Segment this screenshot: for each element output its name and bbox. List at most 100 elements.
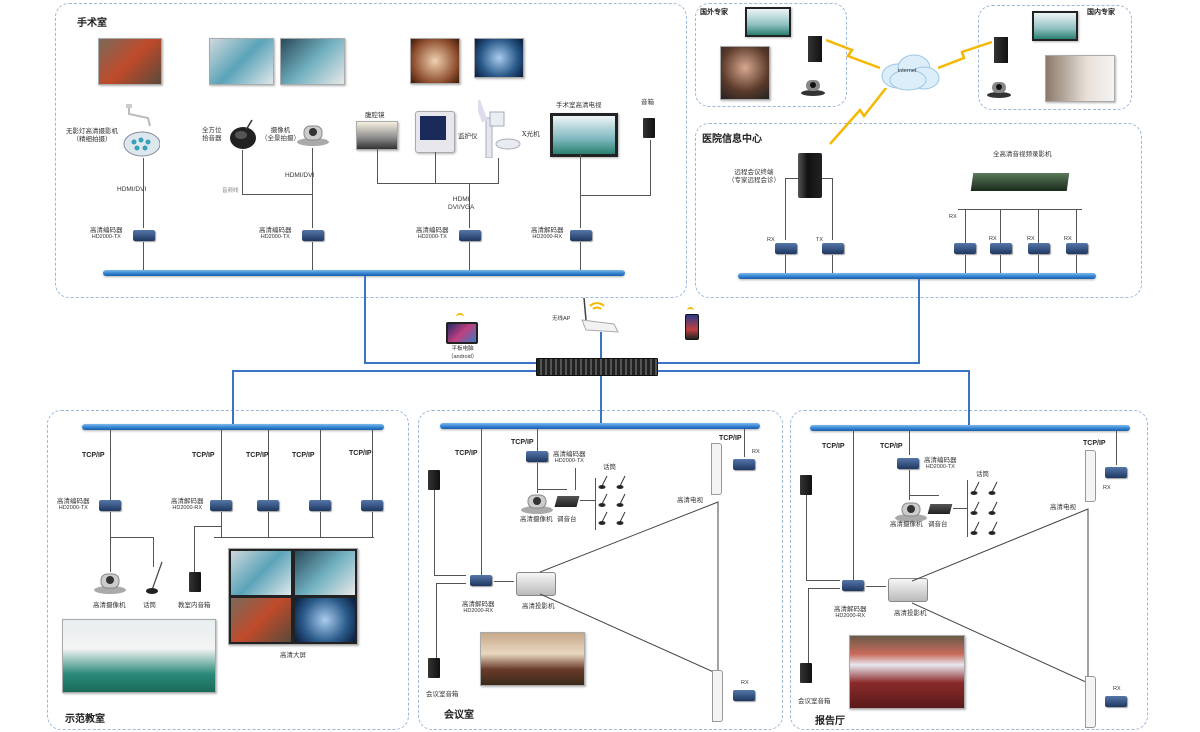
label-recorder: 全高清音视频录影机 <box>993 150 1052 158</box>
meeting-tv-1 <box>711 443 722 495</box>
label-shadowless-lamp-camera: 无影灯高清摄影机 （精细拍摄） <box>66 127 118 144</box>
label-meeting-speaker: 会议室音箱 <box>426 690 459 698</box>
meeting-tv-2 <box>712 670 723 722</box>
or-speaker-icon <box>643 118 655 138</box>
wire <box>110 430 111 500</box>
wire <box>537 489 567 490</box>
label-rx-4: RX <box>1064 236 1072 242</box>
zone-title-foreign-expert: 国外专家 <box>700 7 728 16</box>
wire <box>580 153 581 228</box>
zone-title-operating-room: 手术室 <box>77 18 107 29</box>
tcp-label-2: TCP/IP <box>192 452 215 459</box>
wire <box>469 183 470 228</box>
laparoscope-icon <box>356 121 398 150</box>
wire <box>785 178 798 179</box>
classroom-decoder-4 <box>361 500 383 511</box>
label-classroom-mic: 话筒 <box>143 601 156 609</box>
wifi-phone-icon <box>687 307 694 314</box>
label-hdmi-dvi-vga: HDMI DVI/VGA <box>448 196 475 212</box>
label-classroom-speaker: 教室内音箱 <box>178 601 211 609</box>
classroom-speaker-icon <box>189 572 201 592</box>
wan-link-domestic-icon <box>938 40 993 70</box>
label-hall-camera: 高清摄像机 <box>890 520 923 528</box>
or-encoder-1 <box>133 230 155 241</box>
label-video-wall: 高清大屏 <box>280 651 306 659</box>
zone-title-info-center: 医院信息中心 <box>702 134 762 145</box>
patient-monitor-icon <box>415 111 455 153</box>
meeting-speaker-top <box>428 470 440 490</box>
internet-label: internet <box>898 68 917 74</box>
wire <box>808 588 809 663</box>
downlink-classroom <box>232 370 234 426</box>
label-patient-monitor: 监护仪 <box>458 132 478 140</box>
zone-domestic-expert <box>978 5 1132 110</box>
tcp-label-1: TCP/IP <box>82 452 105 459</box>
wire <box>1000 255 1001 273</box>
hall-decoder <box>842 580 864 591</box>
wire <box>744 429 745 457</box>
label-tablet: 平板电脑 （android） <box>448 346 478 360</box>
label-hall-mics: 话筒 <box>976 470 989 478</box>
wire <box>320 430 321 500</box>
meeting-projection-beam <box>540 501 719 675</box>
wire <box>436 583 466 584</box>
foreign-expert-photo <box>720 46 770 100</box>
shadowless-lamp-icon <box>120 104 161 158</box>
wire <box>575 468 576 490</box>
or-tv-screen <box>550 113 618 157</box>
meeting-rx-label-2: RX <box>741 680 749 686</box>
hall-rx-codec-1 <box>1105 467 1127 478</box>
wire <box>806 580 840 581</box>
classroom-camera-icon <box>93 570 127 594</box>
label-audio-line: 音频线 <box>222 188 239 194</box>
wire <box>268 512 269 537</box>
label-rx-2: RX <box>989 236 997 242</box>
label-recorder-rx: RX <box>949 214 957 220</box>
info-rx-codec-2 <box>990 243 1012 254</box>
classroom-meeting-photo <box>62 619 216 693</box>
tcp-label-5: TCP/IP <box>349 450 372 457</box>
wireless-ap-icon <box>580 296 622 336</box>
or-encoder-3 <box>459 230 481 241</box>
wire <box>832 255 833 273</box>
wire <box>580 195 651 196</box>
wire <box>469 242 470 270</box>
wire <box>967 480 968 537</box>
zone-info-center <box>695 123 1142 298</box>
label-conference-terminal: 远程会议终端 （专家远程会诊） <box>728 168 780 185</box>
label-or-tv: 手术室高清电视 <box>556 101 602 109</box>
wan-link-center-icon <box>829 88 887 145</box>
label-hall-tv: 高清电视 <box>1050 503 1076 511</box>
video-wall <box>228 548 358 645</box>
wire <box>194 526 221 527</box>
wire <box>435 152 436 184</box>
hall-tv-2 <box>1085 676 1096 728</box>
lecture-hall-photo <box>849 635 965 709</box>
downlink-meeting <box>600 370 602 426</box>
wire <box>785 255 786 273</box>
wire <box>832 178 833 240</box>
label-meeting-encoder: 高清编码器 HD2000-TX <box>553 450 586 465</box>
wire <box>214 537 374 538</box>
wire <box>242 194 312 195</box>
label-xray: X光机 <box>522 130 540 138</box>
wire <box>580 242 581 270</box>
wan-link-foreign-icon <box>826 38 881 70</box>
label-meeting-mics: 话筒 <box>603 463 616 471</box>
domestic-expert-photo <box>1045 55 1115 102</box>
meeting-projector-icon <box>516 572 556 596</box>
wire <box>481 429 482 577</box>
wire <box>312 242 313 270</box>
meeting-room-photo <box>480 632 585 686</box>
hall-network-bus <box>810 425 1130 431</box>
label-camera: 摄像机 （全景拍摄） <box>261 126 300 143</box>
label-or-speaker: 音箱 <box>641 98 654 106</box>
meeting-tcp-3: TCP/IP <box>719 435 742 442</box>
wire <box>320 512 321 537</box>
hall-tcp-3: TCP/IP <box>1083 440 1106 447</box>
wire <box>143 158 144 228</box>
label-tx: TX <box>816 237 824 243</box>
wire <box>372 512 373 537</box>
classroom-decoder-2 <box>257 500 279 511</box>
wire <box>194 526 195 572</box>
